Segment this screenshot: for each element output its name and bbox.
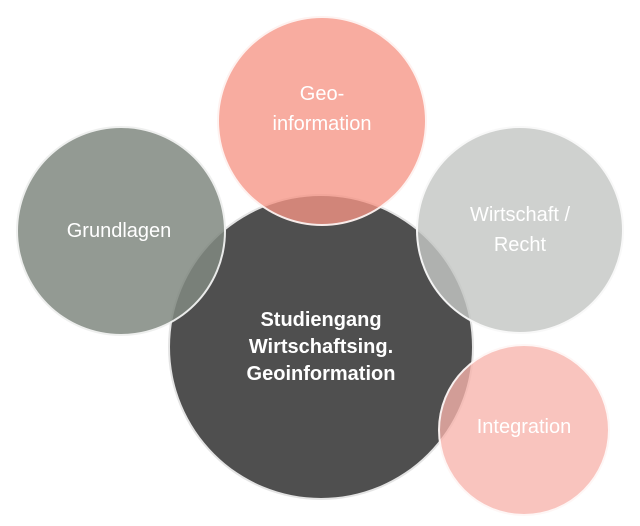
grundlagen-label: Grundlagen [66, 220, 172, 242]
center-label: Studiengang Wirtschaftsing. Geoinformati… [246, 308, 396, 385]
circle-wirtschaft-recht: Wirtschaft / Recht [416, 126, 624, 334]
integration-label: Integration [476, 416, 572, 438]
circle-geoinformation: Geo- information [217, 16, 427, 226]
circle-integration: Integration [438, 344, 610, 516]
circle-grundlagen: Grundlagen [16, 126, 226, 336]
geoinformation-label: Geo- information [272, 83, 372, 135]
wirtschaft-recht-label: Wirtschaft / Recht [469, 204, 570, 256]
